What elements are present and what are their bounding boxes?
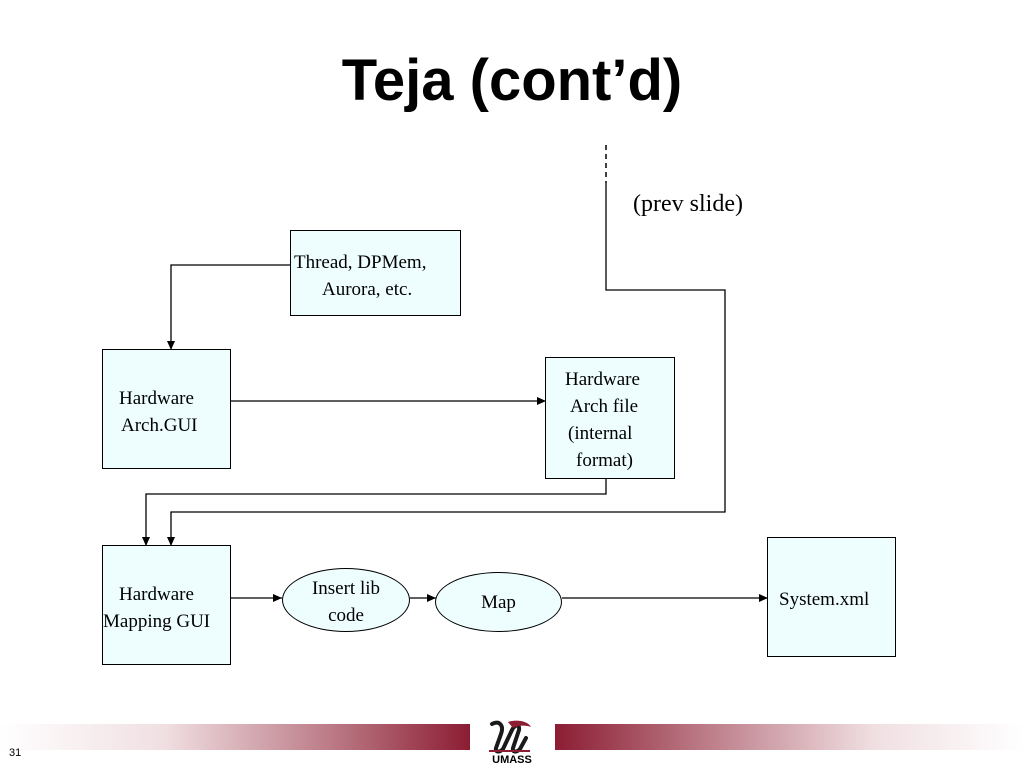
thread-dpmem-label-2: Aurora, etc. <box>322 279 413 300</box>
hardware-arch-file-label-2: Arch file <box>570 396 639 417</box>
insert-lib-code-label-1: Insert lib <box>311 578 381 599</box>
hardware-arch-gui-label-1: Hardware <box>119 388 194 409</box>
umass-monogram-icon <box>486 718 534 755</box>
connector-arch-file-to-mapping-gui <box>142 479 607 546</box>
umass-logo: UMASS <box>482 716 542 766</box>
hardware-arch-file-label-4: format) <box>576 450 633 471</box>
hardware-mapping-gui-label-1: Hardware <box>119 584 194 605</box>
hardware-arch-gui-box: Hardware Arch.GUI <box>102 349 231 469</box>
system-xml-box: System.xml <box>767 537 896 657</box>
insert-lib-code-label-2: code <box>328 605 364 626</box>
hardware-mapping-gui-box: Hardware Mapping GUI <box>102 545 231 665</box>
insert-lib-code-ellipse: Insert lib code <box>282 568 410 632</box>
hardware-arch-gui-label-2: Arch.GUI <box>121 415 198 436</box>
hardware-arch-file-box: Hardware Arch file (internal format) <box>545 357 675 479</box>
hardware-mapping-gui-label-2: Mapping GUI <box>103 611 211 632</box>
prev-slide-note: (prev slide) <box>633 191 743 217</box>
slide-title: Teja (cont’d) <box>341 48 683 113</box>
umass-wordmark: UMASS <box>492 754 532 766</box>
thread-dpmem-label-1: Thread, DPMem, <box>294 252 427 273</box>
system-xml-label: System.xml <box>779 589 870 610</box>
connector-prev-slide-to-mapping-gui <box>167 183 726 546</box>
footer-bar-left <box>0 724 470 750</box>
map-ellipse: Map <box>435 572 562 632</box>
connector-thread-to-arch-gui <box>167 264 291 350</box>
map-label: Map <box>481 592 516 613</box>
page-number: 31 <box>9 747 22 759</box>
hardware-arch-file-label-1: Hardware <box>565 369 640 390</box>
thread-dpmem-box: Thread, DPMem, Aurora, etc. <box>290 230 461 316</box>
footer-bar-right <box>555 724 1024 750</box>
hardware-arch-file-label-3: (internal <box>568 423 633 444</box>
